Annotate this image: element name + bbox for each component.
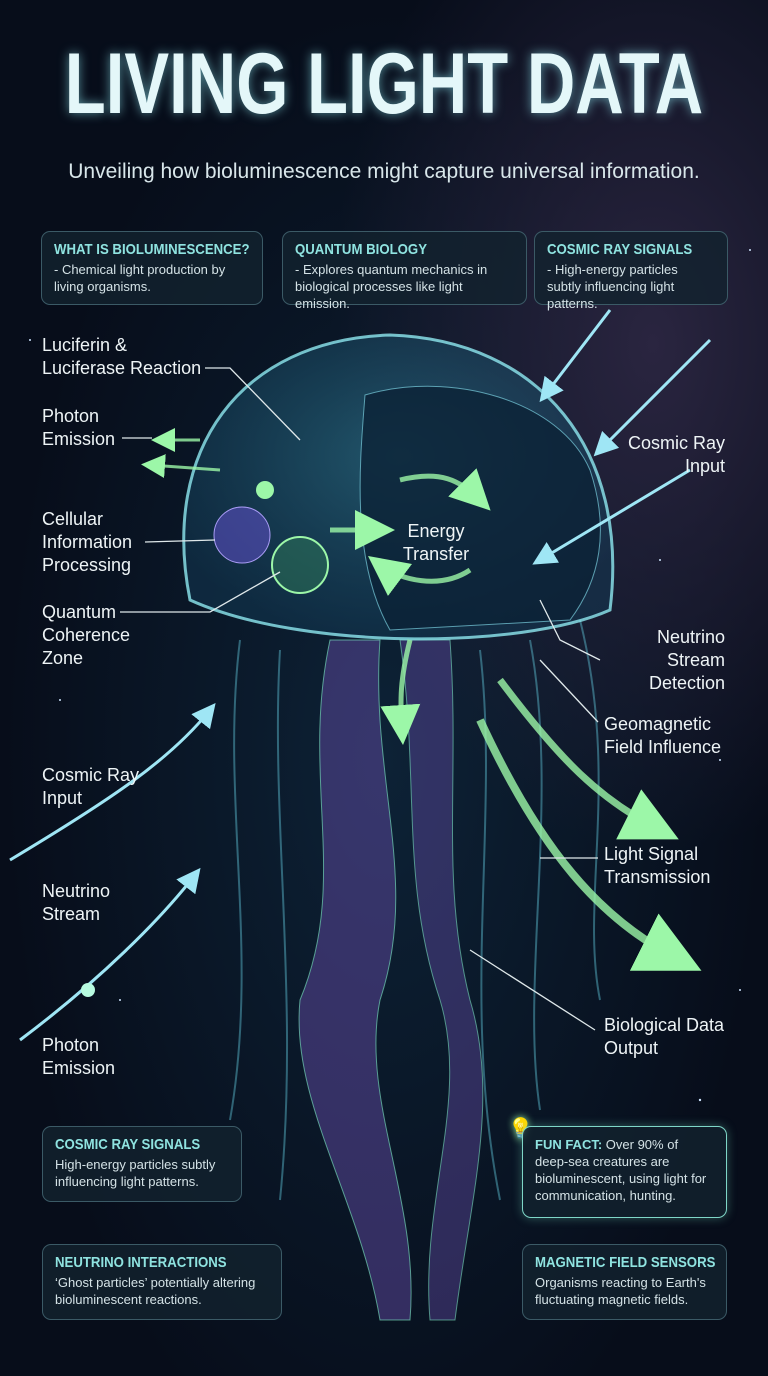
label-photon-emission-top: Photon Emission: [42, 406, 116, 449]
tentacles: [229, 619, 601, 1201]
info-box-bioluminescence: WHAT IS BIOLUMINESCENCE? - Chemical light…: [41, 231, 263, 305]
oral-arm: [399, 639, 484, 1321]
label-energy-transfer: Energy Transfer: [402, 521, 470, 564]
stars: [29, 249, 751, 1102]
page-title: LIVING LIGHT DATA: [64, 36, 704, 132]
fun-fact-text: Over 90% of deep-sea creatures are biolu…: [535, 1137, 707, 1203]
box-heading: COSMIC RAY SIGNALS: [547, 241, 693, 258]
box-heading: MAGNETIC FIELD SENSORS: [535, 1254, 716, 1271]
box-text: ‘Ghost particles’ potentially altering b…: [55, 1275, 256, 1307]
label-quantum-coherence: Quantum Coherence Zone: [42, 602, 131, 668]
label-cosmic-ray-left: Cosmic Ray Input: [42, 765, 140, 808]
label-neutrino-left: Neutrino Stream: [42, 881, 111, 924]
box-text: High-energy particles subtly influencing…: [55, 1157, 216, 1189]
fun-fact-heading: FUN FACT:: [535, 1137, 603, 1152]
label-cosmic-ray-right: Cosmic Ray Input: [627, 433, 725, 476]
box-text: Organisms reacting to Earth's fluctuatin…: [535, 1275, 706, 1307]
oral-arm: [298, 639, 412, 1321]
box-heading: WHAT IS BIOLUMINESCENCE?: [54, 241, 250, 258]
box-heading: NEUTRINO INTERACTIONS: [55, 1254, 227, 1271]
label-neutrino-detection: Neutrino Stream Detection: [648, 627, 725, 693]
box-text: - Chemical light production by living or…: [54, 262, 226, 294]
label-photon-emission-bottom: Photon Emission: [42, 1035, 116, 1078]
box-text: - High-energy particles subtly influenci…: [547, 262, 678, 311]
label-luciferin: Luciferin & Luciferase Reaction: [42, 335, 202, 378]
subtitle: Unveiling how bioluminescence might capt…: [68, 160, 700, 183]
label-light-signal: Light Signal Transmission: [604, 844, 711, 887]
box-text: - Explores quantum mechanics in biologic…: [295, 262, 488, 311]
fun-fact-box: FUN FACT: Over 90% of deep-sea creatures…: [522, 1126, 727, 1218]
box-heading: COSMIC RAY SIGNALS: [55, 1136, 201, 1153]
box-heading: QUANTUM BIOLOGY: [295, 241, 427, 258]
info-box-cosmic-ray: COSMIC RAY SIGNALS - High-energy particle…: [534, 231, 728, 311]
info-box-neutrino: NEUTRINO INTERACTIONS ‘Ghost particles’ p…: [42, 1244, 282, 1320]
label-bio-output: Biological Data Output: [604, 1015, 725, 1058]
label-cellular-processing: Cellular Information Processing: [42, 509, 133, 575]
info-box-quantum-biology: QUANTUM BIOLOGY - Explores quantum mechan…: [282, 231, 527, 311]
label-geomagnetic: Geomagnetic Field Influence: [604, 714, 722, 757]
info-box-magnetic: MAGNETIC FIELD SENSORS Organisms reacting…: [522, 1244, 727, 1320]
info-box-cosmic-ray-bottom: COSMIC RAY SIGNALS High-energy particles …: [42, 1126, 242, 1202]
